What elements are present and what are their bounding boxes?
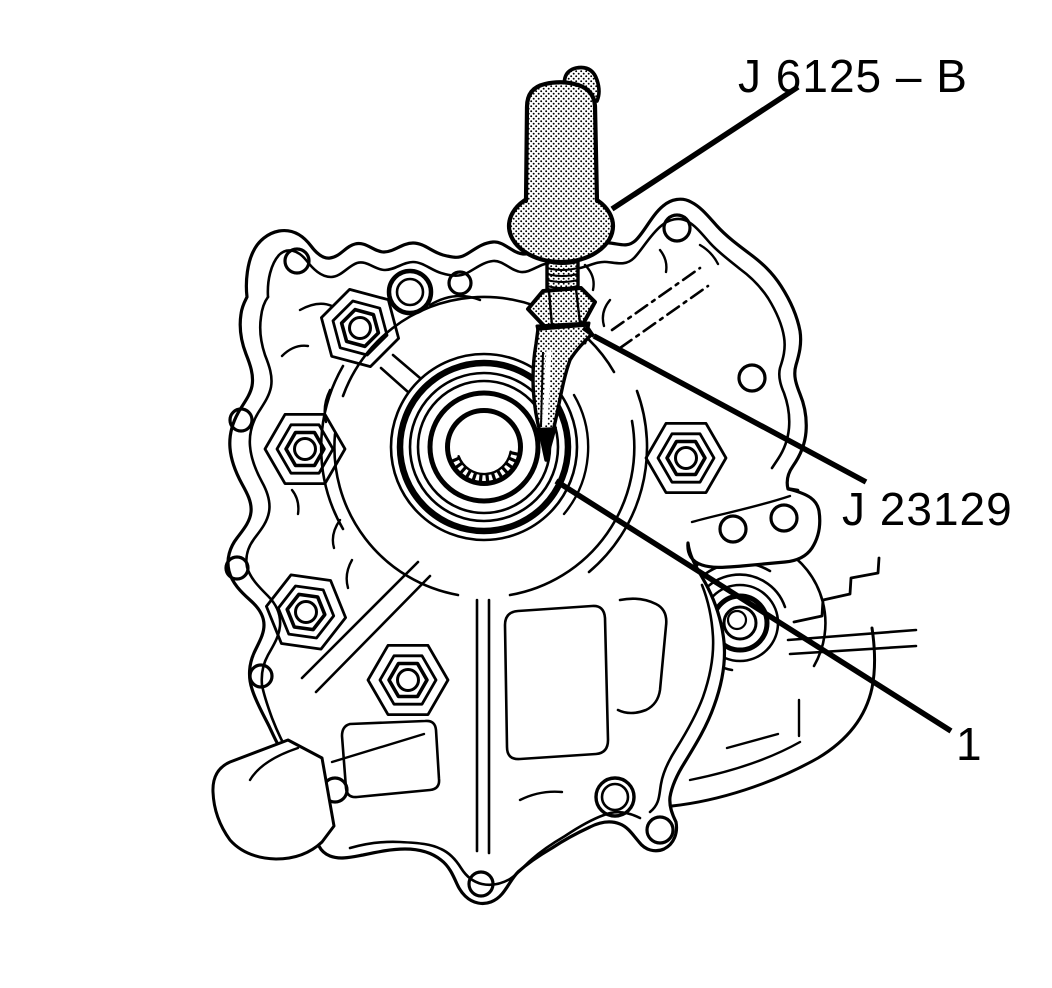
seal-bore-rings — [389, 352, 590, 542]
leader-line-driver-handle — [610, 84, 800, 212]
cone-tip — [536, 427, 557, 463]
label-driver-handle: J 6125 – B — [738, 50, 968, 102]
flange-bolt-holes — [224, 213, 799, 898]
ring-bosses — [386, 268, 636, 818]
driver-handle-tool — [506, 65, 616, 265]
hex-bolt — [264, 573, 348, 651]
label-seal-callout-1: 1 — [956, 718, 983, 770]
hex-bolt — [263, 412, 347, 486]
leader-hook — [581, 326, 596, 338]
hex-bolt — [644, 421, 728, 495]
case-inner-flange-line — [245, 217, 792, 887]
callouts: J 6125 – B J 23129 1 — [554, 50, 1013, 770]
hex-bolt — [319, 287, 401, 369]
leader-line-seal — [554, 478, 953, 734]
label-seal-installer: J 23129 — [842, 483, 1013, 535]
output-shaft-bore — [445, 408, 523, 486]
spline-teeth — [450, 451, 520, 483]
handle-body-fill — [526, 82, 597, 206]
case-flap — [211, 732, 426, 861]
axle-seal-ring — [396, 359, 572, 535]
leader-line-seal-installer — [592, 333, 868, 485]
hex-bolt — [366, 644, 450, 716]
handle-body-outline — [523, 80, 600, 204]
seal-installer-cone — [526, 286, 597, 463]
case-face-details — [280, 243, 720, 855]
transaxle-case — [211, 197, 822, 906]
